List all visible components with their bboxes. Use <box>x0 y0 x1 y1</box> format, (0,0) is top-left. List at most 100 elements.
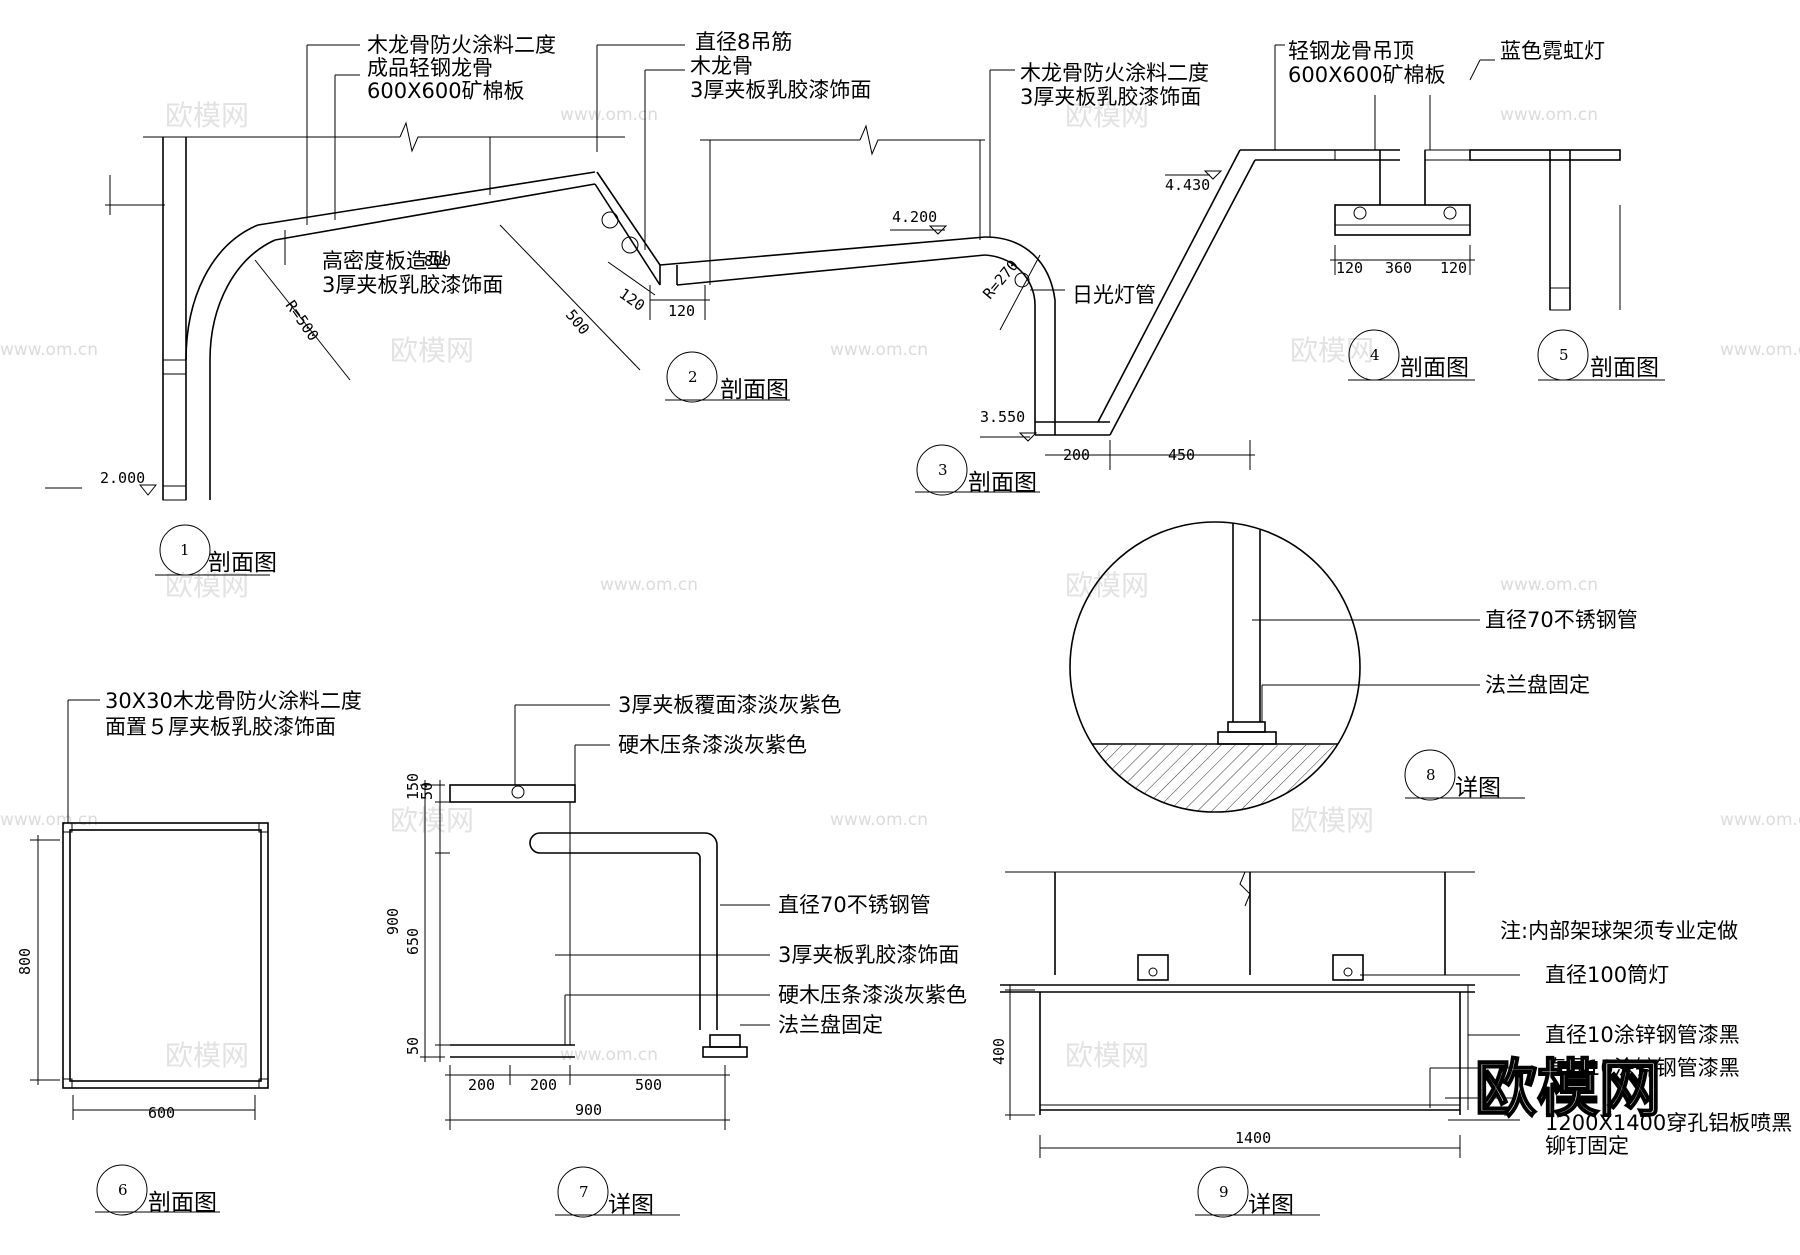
watermark-url: www.om.cn <box>830 810 928 830</box>
dim-450: 450 <box>1168 446 1195 464</box>
watermark-url: www.om.cn <box>1720 810 1800 830</box>
label-mineral-board: 600X600矿棉板 <box>367 79 525 103</box>
caption-number: 7 <box>579 1183 589 1201</box>
watermark-url: www.om.cn <box>0 810 98 830</box>
label-light-steel-keel: 成品轻钢龙骨 <box>367 56 493 80</box>
label-steel-pipe: 直径10涂锌钢管漆黑 <box>1545 1023 1740 1047</box>
dim-200: 200 <box>1063 446 1090 464</box>
watermark-text: 欧模网 <box>1065 1039 1149 1072</box>
label-steel-pipe: 直径70不锈钢管 <box>778 893 931 917</box>
section-drawing-4: 轻钢龙骨吊顶 600X600矿棉板 蓝色霓虹灯 120 360 120 4 剖面… <box>1274 39 1605 381</box>
label-aluminum-plate: 1200X1400穿孔铝板喷黑 <box>1545 1111 1792 1135</box>
dim-120: 120 <box>616 285 649 315</box>
watermark-url: www.om.cn <box>560 105 658 125</box>
watermark-text: 欧模网 <box>1065 569 1149 602</box>
label-wood-keel: 30X30木龙骨防火涂料二度 <box>105 689 362 713</box>
watermark-text: 欧模网 <box>165 1039 249 1072</box>
dim-400: 400 <box>990 1038 1008 1065</box>
dim-120: 120 <box>1336 259 1363 277</box>
label-light-steel-ceiling: 轻钢龙骨吊顶 <box>1288 39 1414 63</box>
dim-50: 50 <box>418 782 436 800</box>
section-drawing-2: 直径8吊筋 木龙骨 3厚夹板乳胶漆饰面 500 120 120 2 剖面图 <box>499 30 871 403</box>
caption-number: 9 <box>1219 1183 1229 1201</box>
caption-title: 详图 <box>1455 775 1501 801</box>
detail-drawing-9: 注:内部架球架须专业定做 直径100筒灯 直径10涂锌钢管漆黑 直径10涂锌钢管… <box>990 871 1792 1218</box>
watermark-logo: 欧模网 <box>1475 1052 1661 1125</box>
watermark-url: www.om.cn <box>1720 340 1800 360</box>
dim-200: 200 <box>530 1076 557 1094</box>
note-text: 注:内部架球架须专业定做 <box>1500 919 1738 943</box>
watermark-url: www.om.cn <box>830 340 928 360</box>
label-fluorescent-tube: 日光灯管 <box>1072 283 1156 307</box>
radius-label: R=270 <box>979 256 1022 302</box>
label-neon-light: 蓝色霓虹灯 <box>1500 39 1605 63</box>
watermark-url: www.om.cn <box>0 340 98 360</box>
label-flange: 法兰盘固定 <box>1485 673 1590 697</box>
caption-title: 剖面图 <box>1400 355 1469 381</box>
dim-1400: 1400 <box>1235 1129 1271 1147</box>
dim-800: 800 <box>16 948 34 975</box>
watermark-url: www.om.cn <box>560 1045 658 1065</box>
watermark-text: 欧模网 <box>1290 334 1374 367</box>
label-plywood-finish: 面置５厚夹板乳胶漆饰面 <box>105 715 336 739</box>
caption-title: 剖面图 <box>148 1190 217 1216</box>
caption-number: 3 <box>938 461 948 479</box>
radius-label: R=500 <box>282 297 323 344</box>
label-downlight: 直径100筒灯 <box>1545 963 1669 987</box>
level-label: 4.430 <box>1165 176 1210 194</box>
label-plywood-finish: 3厚夹板乳胶漆饰面 <box>690 78 871 102</box>
dim-900: 900 <box>575 1101 602 1119</box>
dim-650: 650 <box>404 928 422 955</box>
caption-number: 1 <box>180 541 190 559</box>
label-mdf-shape: 高密度板造型 <box>322 249 448 273</box>
label-rod: 直径8吊筋 <box>695 30 792 54</box>
section-drawing-5: 5 剖面图 <box>1469 149 1665 381</box>
dim-360: 360 <box>1385 259 1412 277</box>
label-hardwood-strip: 硬木压条漆淡灰紫色 <box>618 733 807 757</box>
detail-drawing-7: 3厚夹板覆面漆淡灰紫色 硬木压条漆淡灰紫色 直径70不锈钢管 3厚夹板乳胶漆饰面… <box>384 693 967 1218</box>
label-steel-pipe: 直径70不锈钢管 <box>1485 608 1638 632</box>
label-mineral-board: 600X600矿棉板 <box>1288 63 1446 87</box>
section-drawing-6: 30X30木龙骨防火涂料二度 面置５厚夹板乳胶漆饰面 800 600 6 剖面图 <box>16 689 362 1216</box>
watermark-text: 欧模网 <box>390 804 474 837</box>
label-wood-keel: 木龙骨 <box>690 54 753 78</box>
dim-900: 900 <box>384 908 402 935</box>
watermark-layer: 欧模网 www.om.cn 欧模网 www.om.cn www.om.cn 欧模… <box>0 99 1800 1072</box>
caption-number: 2 <box>688 368 698 386</box>
caption-title: 剖面图 <box>968 470 1037 496</box>
label-plywood-cover: 3厚夹板覆面漆淡灰紫色 <box>618 693 841 717</box>
watermark-url: www.om.cn <box>600 575 698 595</box>
caption-title: 剖面图 <box>720 377 789 403</box>
section-drawing-3: 木龙骨防火涂料二度 3厚夹板乳胶漆饰面 日光灯管 R=270 4.200 4.4… <box>659 61 1400 496</box>
label-steel-pipe: 直径10涂锌钢管漆黑 <box>1545 1056 1740 1080</box>
label-plywood-finish: 3厚夹板乳胶漆饰面 <box>322 273 503 297</box>
caption-title: 详图 <box>1248 1192 1294 1218</box>
dim-800: 800 <box>424 252 451 270</box>
dim-500: 500 <box>562 306 593 338</box>
dim-600: 600 <box>148 1104 175 1122</box>
section-drawing-1: 木龙骨防火涂料二度 成品轻钢龙骨 600X600矿棉板 高密度板造型 3厚夹板乳… <box>45 33 625 576</box>
dim-120: 120 <box>668 302 695 320</box>
label-flange: 法兰盘固定 <box>778 1013 883 1037</box>
label-wood-keel-fireproof: 木龙骨防火涂料二度 <box>1020 61 1209 85</box>
dim-500: 500 <box>635 1076 662 1094</box>
watermark-text: 欧模网 <box>1065 99 1149 132</box>
watermark-text: 欧模网 <box>165 99 249 132</box>
label-hardwood-strip: 硬木压条漆淡灰紫色 <box>778 983 967 1007</box>
label-plywood-finish: 3厚夹板乳胶漆饰面 <box>1020 85 1201 109</box>
caption-title: 剖面图 <box>208 550 277 576</box>
watermark-text: 欧模网 <box>390 334 474 367</box>
watermark-url: www.om.cn <box>1500 105 1598 125</box>
level-label: 4.200 <box>892 208 937 226</box>
caption-number: 4 <box>1370 346 1380 364</box>
detail-drawing-8: 直径70不锈钢管 法兰盘固定 8 详图 <box>1069 521 1638 813</box>
label-plywood-finish: 3厚夹板乳胶漆饰面 <box>778 943 959 967</box>
caption-number: 6 <box>118 1181 128 1199</box>
caption-number: 8 <box>1426 766 1436 784</box>
watermark-url: www.om.cn <box>1500 575 1598 595</box>
watermark-text: 欧模网 <box>1290 804 1374 837</box>
label-rivet: 铆钉固定 <box>1545 1134 1629 1158</box>
caption-number: 5 <box>1559 346 1569 364</box>
dim-120: 120 <box>1440 259 1467 277</box>
